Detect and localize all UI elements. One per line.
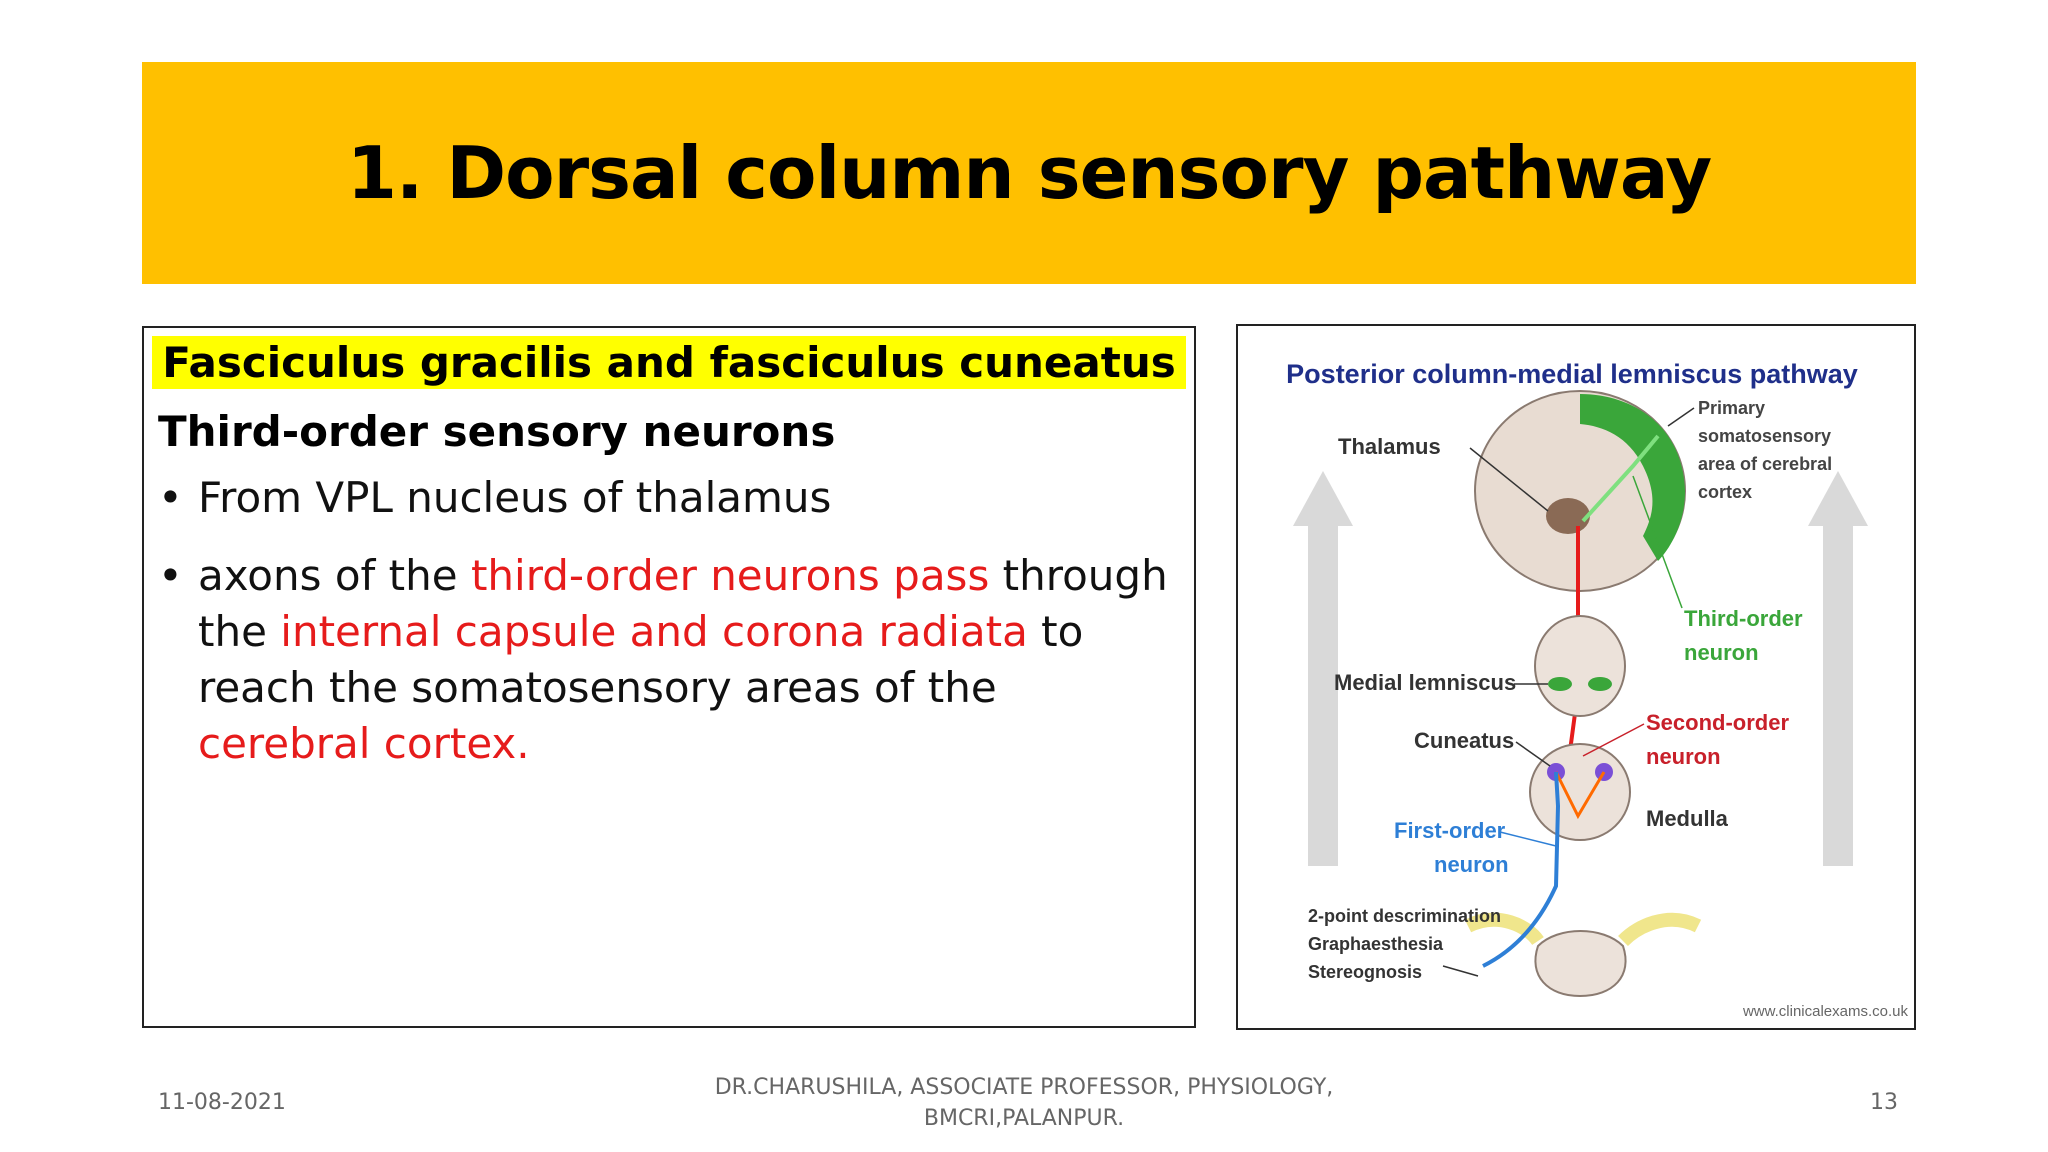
footer-page-number: 13 (1870, 1090, 1898, 1115)
label-medial-lemniscus: Medial lemniscus (1334, 670, 1516, 695)
up-arrow-right-shaft (1823, 526, 1853, 866)
label-first-order-1: First-order (1394, 818, 1506, 843)
highlighted-subtitle: Fasciculus gracilis and fasciculus cunea… (152, 336, 1186, 389)
midbrain-section (1534, 615, 1626, 717)
label-second-order-2: neuron (1646, 744, 1721, 769)
cortex-highlight (1580, 394, 1685, 561)
bullet-emphasis: cerebral cortex. (198, 719, 530, 768)
pathway-diagram: Posterior column-medial lemniscus pathwa… (1286, 359, 1909, 1020)
decussation (1554, 771, 1606, 820)
bullet-marker: • (158, 551, 183, 600)
footer-date: 11-08-2021 (158, 1090, 286, 1115)
leader-primary (1667, 407, 1695, 427)
third-order-path (1581, 434, 1660, 523)
text-content-box: Fasciculus gracilis and fasciculus cunea… (142, 326, 1196, 1028)
footer-author: DR.CHARUSHILA, ASSOCIATE PROFESSOR, PHYS… (700, 1072, 1348, 1134)
label-cuneatus: Cuneatus (1414, 728, 1514, 753)
medulla-section (1529, 743, 1631, 841)
footer-author-line-1: DR.CHARUSHILA, ASSOCIATE PROFESSOR, PHYS… (714, 1075, 1334, 1100)
bullet-emphasis: third-order neurons pass (470, 551, 990, 600)
subtitle-wrap: Fasciculus gracilis and fasciculus cunea… (144, 336, 1194, 389)
figure-title: Posterior column-medial lemniscus pathwa… (1286, 359, 1858, 389)
footer-author-line-2: BMCRI,PALANPUR. (923, 1106, 1125, 1131)
label-primary-2: somatosensory (1698, 426, 1831, 446)
leader-cuneatus (1515, 741, 1551, 767)
up-arrow-left (1293, 471, 1353, 526)
label-primary-1: Primary (1698, 398, 1765, 418)
label-sense-3: Stereognosis (1308, 962, 1422, 982)
figure-credit: www.clinicalexams.co.uk (1742, 1003, 1909, 1020)
label-sense-2: Graphaesthesia (1308, 934, 1444, 954)
slide-title: 1. Dorsal column sensory pathway (346, 131, 1712, 215)
section-heading: Third-order sensory neurons (158, 407, 836, 456)
bullet-text-part: through the (198, 551, 1168, 656)
bullet-item-1: • From VPL nucleus of thalamus (158, 470, 1168, 526)
lemniscus-right (1588, 677, 1612, 691)
label-third-order-2: neuron (1684, 640, 1759, 665)
pathway-figure: Posterior column-medial lemniscus pathwa… (1236, 324, 1916, 1030)
label-primary-4: cortex (1698, 482, 1752, 502)
up-arrow-right (1808, 471, 1868, 526)
leader-thalamus (1469, 447, 1549, 512)
bullet-text-part: to reach the somatosensory areas of the (198, 607, 1084, 712)
bullet-text: From VPL nucleus of thalamus (198, 473, 832, 522)
spinal-cord-section (1534, 930, 1627, 998)
label-sense-1: 2-point descrimination (1308, 906, 1501, 926)
thalamus-mark (1546, 498, 1590, 534)
label-thalamus: Thalamus (1338, 434, 1441, 459)
label-third-order-1: Third-order (1684, 606, 1803, 631)
label-medulla: Medulla (1646, 806, 1729, 831)
leader-third-order (1632, 475, 1683, 609)
dorsal-roots (1464, 912, 1702, 947)
up-arrow-left-shaft (1308, 526, 1338, 866)
leader-sense (1442, 965, 1479, 977)
leader-first-order (1499, 831, 1557, 847)
bullet-text-part: axons of the (198, 551, 471, 600)
title-bar: 1. Dorsal column sensory pathway (142, 62, 1916, 284)
bullet-emphasis: internal capsule and corona radiata (280, 607, 1028, 656)
bullet-item-2: • axons of the third-order neurons pass … (158, 548, 1168, 772)
bullet-list: • From VPL nucleus of thalamus • axons o… (144, 470, 1194, 772)
label-primary-3: area of cerebral (1698, 454, 1832, 474)
label-first-order-2: neuron (1434, 852, 1509, 877)
label-second-order-1: Second-order (1646, 710, 1789, 735)
leader-second-order (1582, 723, 1645, 757)
lemniscus-left (1548, 677, 1572, 691)
bullet-marker: • (158, 473, 183, 522)
first-order-path (1482, 771, 1561, 968)
